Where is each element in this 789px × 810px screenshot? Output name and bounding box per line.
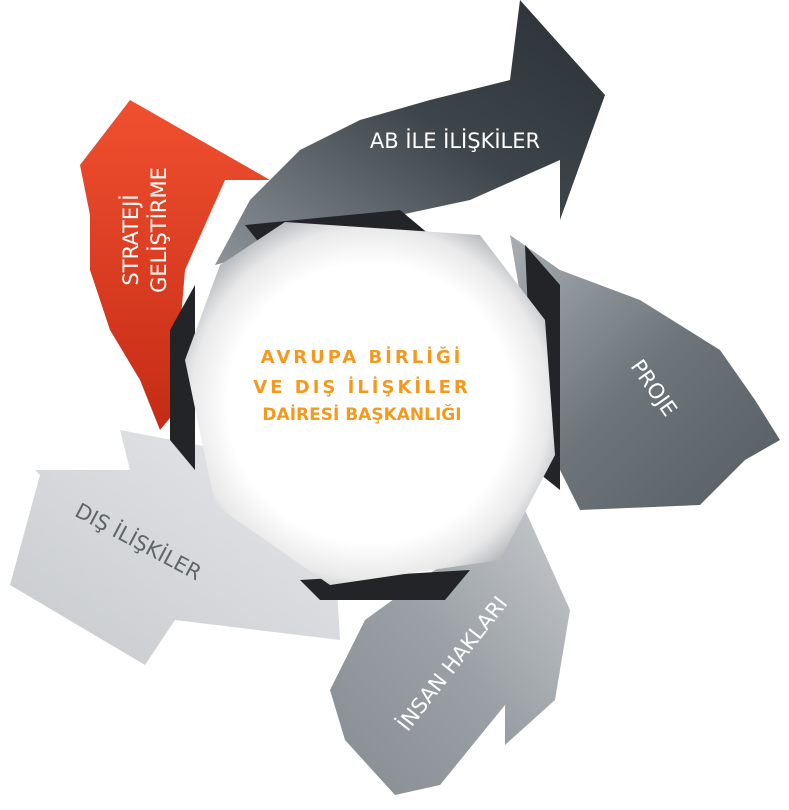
hub-accent-left xyxy=(170,285,195,470)
arrow-insan-shape xyxy=(330,510,570,795)
label-ab-iliskiler: AB İLE İLİŞKİLER xyxy=(370,128,540,153)
label-strateji-line2: GELİŞTİRME xyxy=(146,167,171,293)
center-title-line1: AVRUPA BİRLİĞİ xyxy=(261,346,464,368)
arrow-strateji-gelistirme xyxy=(80,100,270,430)
arrow-ab-iliskiler xyxy=(215,0,605,265)
center-title-line3: DAİRESİ BAŞKANLIĞI xyxy=(262,403,461,425)
center-title-line2: VE DIŞ İLİŞKİLER xyxy=(253,376,470,398)
arrow-ab-shape xyxy=(215,0,605,265)
label-strateji-line1: STRATEJİ xyxy=(118,194,143,285)
arrow-strateji-shape xyxy=(80,100,270,430)
central-hub xyxy=(185,222,555,585)
arrow-proje-shape xyxy=(510,235,780,510)
arrow-insan-haklari xyxy=(330,510,570,795)
arrow-proje xyxy=(510,235,780,510)
